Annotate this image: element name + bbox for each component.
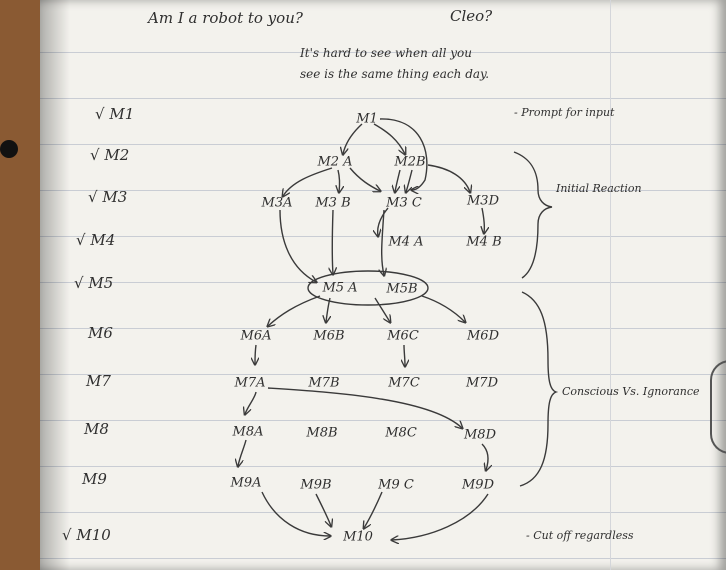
annotation-initial: Initial Reaction — [556, 182, 642, 195]
annotation-cutoff: - Cut off regardless — [526, 529, 634, 542]
row-6: M6 — [88, 326, 113, 341]
node-m9b: M9B — [300, 477, 332, 493]
row-label: M5 — [88, 274, 114, 292]
node-m9a: M9A — [230, 475, 262, 491]
header-line-1: It's hard to see when all you — [300, 46, 473, 60]
row-4: √ M4 — [76, 233, 115, 248]
margin-line — [610, 0, 611, 570]
node-m2a: M2 A — [317, 154, 353, 170]
node-m8b: M8B — [306, 425, 338, 441]
checkmark: √ — [88, 188, 98, 206]
node-m7b: M7B — [308, 375, 340, 391]
header-line-2: see is the same thing each day. — [300, 67, 490, 81]
node-m6c: M6C — [387, 328, 419, 344]
row-1: √ M1 — [95, 107, 134, 122]
node-m6a: M6A — [240, 328, 272, 344]
node-m3b: M3 B — [315, 195, 351, 211]
row-label: M3 — [102, 188, 128, 206]
node-m6d: M6D — [466, 328, 500, 344]
pen-tip — [0, 140, 18, 158]
node-m6b: M6B — [313, 328, 345, 344]
header-name: Cleo? — [450, 7, 493, 25]
node-m8d: M8D — [463, 427, 497, 443]
checkmark: √ — [95, 105, 105, 123]
node-m1: M1 — [356, 111, 378, 127]
edge-scribble — [710, 360, 726, 454]
node-m7c: M7C — [388, 375, 420, 391]
row-5: √ M5 — [74, 276, 113, 291]
node-m5a: M5 A — [322, 280, 358, 296]
spine-shadow — [40, 0, 70, 570]
row-3: √ M3 — [88, 190, 127, 205]
node-m7a: M7A — [234, 375, 266, 391]
checkmark: √ — [90, 146, 100, 164]
row-2: √ M2 — [90, 148, 129, 163]
node-m4a: M4 A — [388, 234, 424, 250]
node-m4b: M4 B — [466, 234, 502, 250]
row-label: M8 — [84, 420, 109, 438]
annotation-prompt: - Prompt for input — [514, 106, 615, 119]
row-label: M6 — [88, 324, 113, 342]
row-7: M7 — [86, 374, 111, 389]
checkmark: √ — [76, 231, 86, 249]
node-m10: M10 — [343, 529, 373, 545]
header-question: Am I a robot to you? — [148, 9, 303, 27]
node-m2b: M2B — [394, 154, 426, 170]
row-label: M2 — [104, 146, 130, 164]
row-8: M8 — [84, 422, 109, 437]
node-m3a: M3A — [261, 195, 293, 211]
checkmark: √ — [62, 526, 72, 544]
node-m5b: M5B — [386, 281, 418, 297]
row-label: M1 — [109, 105, 135, 123]
row-label: M9 — [82, 470, 107, 488]
notebook-page — [40, 0, 726, 570]
row-9: M9 — [82, 472, 107, 487]
node-m3c: M3 C — [386, 195, 422, 211]
node-m3d: M3D — [466, 193, 500, 209]
node-m7d: M7D — [465, 375, 499, 391]
node-m8c: M8C — [385, 425, 417, 441]
row-label: M4 — [90, 231, 116, 249]
checkmark: √ — [74, 274, 84, 292]
node-m8a: M8A — [232, 424, 264, 440]
row-label: M10 — [76, 526, 111, 544]
row-10: √ M10 — [62, 528, 111, 543]
node-m9c: M9 C — [378, 477, 414, 493]
annotation-conscious: Conscious Vs. Ignorance — [562, 385, 700, 398]
row-label: M7 — [86, 372, 111, 390]
node-m9d: M9D — [461, 477, 495, 493]
